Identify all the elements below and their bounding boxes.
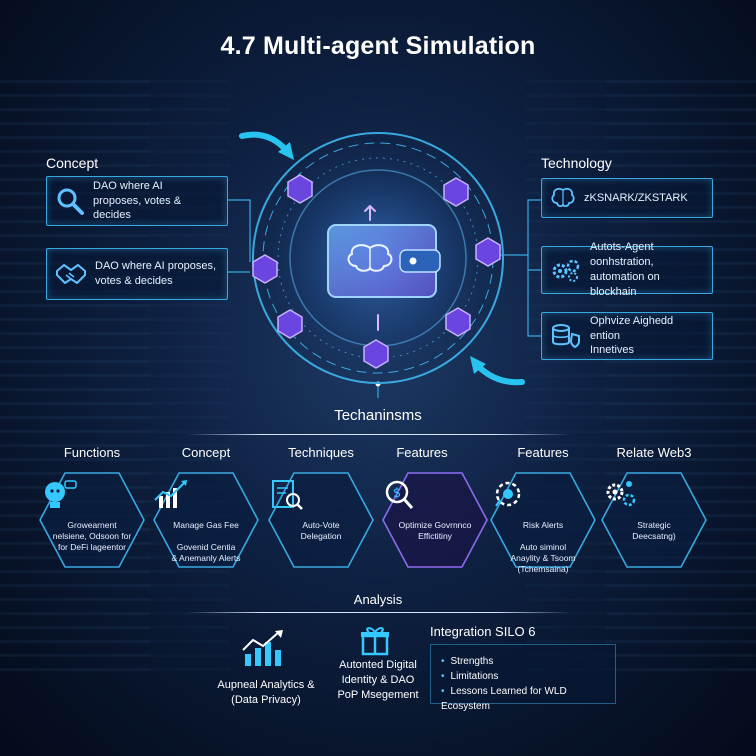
integration-bullet-lessons: Lessons Learned for WLD Ecosystem — [441, 684, 605, 714]
column-1-heading: Functions — [63, 445, 121, 460]
hex-card-concept: Manage Gas Fee Govenid Centia & Anemanly… — [151, 470, 261, 570]
integration-bullet-strengths: Strengths — [441, 654, 605, 669]
technology-card-3-text: Ophvize Aighedd ention Innetives — [590, 314, 674, 357]
concept-card-2-text: DAO where AI proposes, votes & decides — [95, 260, 217, 287]
hex-card-techniques: Auto-Vote Delegation — [266, 470, 376, 570]
analysis-item-2-text: Autonted Digital Identity & DAO PoP Mseg… — [337, 659, 419, 701]
hex-card-functions: Growearnent nelsiene, Odsoon for for DeF… — [37, 470, 147, 570]
hex-card-relate-web3-text: Strategic Deecsatng) — [632, 520, 676, 542]
hex-card-concept-text: Manage Gas Fee Govenid Centia & Anemanly… — [171, 520, 241, 564]
column-5-heading: Features — [517, 445, 569, 460]
hex-card-features-1-text: Optimize Govrnnco Effictitiny — [398, 520, 472, 542]
integration-title: Integration SILO 6 — [430, 624, 536, 639]
analysis-title: Analysis — [353, 592, 403, 607]
hex-card-relate-web3: Strategic Deecsatng) — [599, 470, 709, 570]
hex-card-features-1: $ Optimize Govrnnco Effictitiny — [380, 470, 490, 570]
concept-card-2: DAO where AI proposes, votes & decides — [46, 248, 228, 300]
central-hub-diagram — [248, 128, 508, 388]
analysis-divider — [186, 612, 570, 613]
concept-heading: Concept — [46, 155, 99, 171]
gift-icon — [360, 624, 390, 661]
curved-arrow-bottom-icon — [470, 356, 525, 386]
analysis-item-1-text: Aupneal Analytics & (Data Privacy) — [217, 679, 315, 706]
column-2-heading: Concept — [181, 445, 231, 460]
integration-bullet-limitations: Limitations — [441, 669, 605, 684]
brain-icon — [550, 187, 576, 209]
page-title: 4.7 Multi-agent Simulation — [220, 32, 536, 60]
hex-card-functions-text: Growearnent nelsiene, Odsoon for for DeF… — [52, 520, 132, 553]
technology-card-2: Autots-Agent oonhstration, automation on… — [541, 241, 713, 298]
curved-arrow-top-icon — [239, 131, 294, 160]
hex-card-features-2: Risk Alerts Auto siminol Anaylity & Tsoo… — [488, 470, 598, 574]
column-3-heading: Techniques — [288, 445, 354, 460]
hex-card-techniques-text: Auto-Vote Delegation — [300, 520, 342, 542]
search-icon — [55, 186, 85, 216]
mechanisms-divider — [186, 434, 570, 435]
handshake-icon — [55, 261, 87, 287]
concept-card-1-text: DAO where AI proposes, votes & decides — [93, 179, 182, 222]
coin-shield-icon — [550, 322, 582, 350]
column-6-heading: Relate Web3 — [616, 445, 692, 460]
connector-lines — [228, 199, 541, 398]
hex-card-features-2-text: Risk Alerts Auto siminol Anaylity & Tsoo… — [510, 520, 576, 575]
technology-heading: Technology — [541, 155, 612, 171]
technology-card-2-text: Autots-Agent oonhstration, automation on… — [590, 241, 660, 298]
gears-icon — [550, 257, 582, 283]
bar-chart-icon — [239, 628, 287, 675]
concept-card-1: DAO where AI proposes, votes & decides — [46, 176, 228, 226]
technology-card-3: Ophvize Aighedd ention Innetives — [541, 312, 713, 360]
technology-card-1: zKSNARK/ZKSTARK — [541, 178, 713, 218]
technology-card-1-text: zKSNARK/ZKSTARK — [584, 191, 688, 204]
column-4-heading: Features — [396, 445, 448, 460]
svg-text:$: $ — [393, 486, 401, 501]
integration-panel: Strengths Limitations Lessons Learned fo… — [430, 644, 616, 712]
mechanisms-title: Techaninsms — [334, 407, 422, 424]
